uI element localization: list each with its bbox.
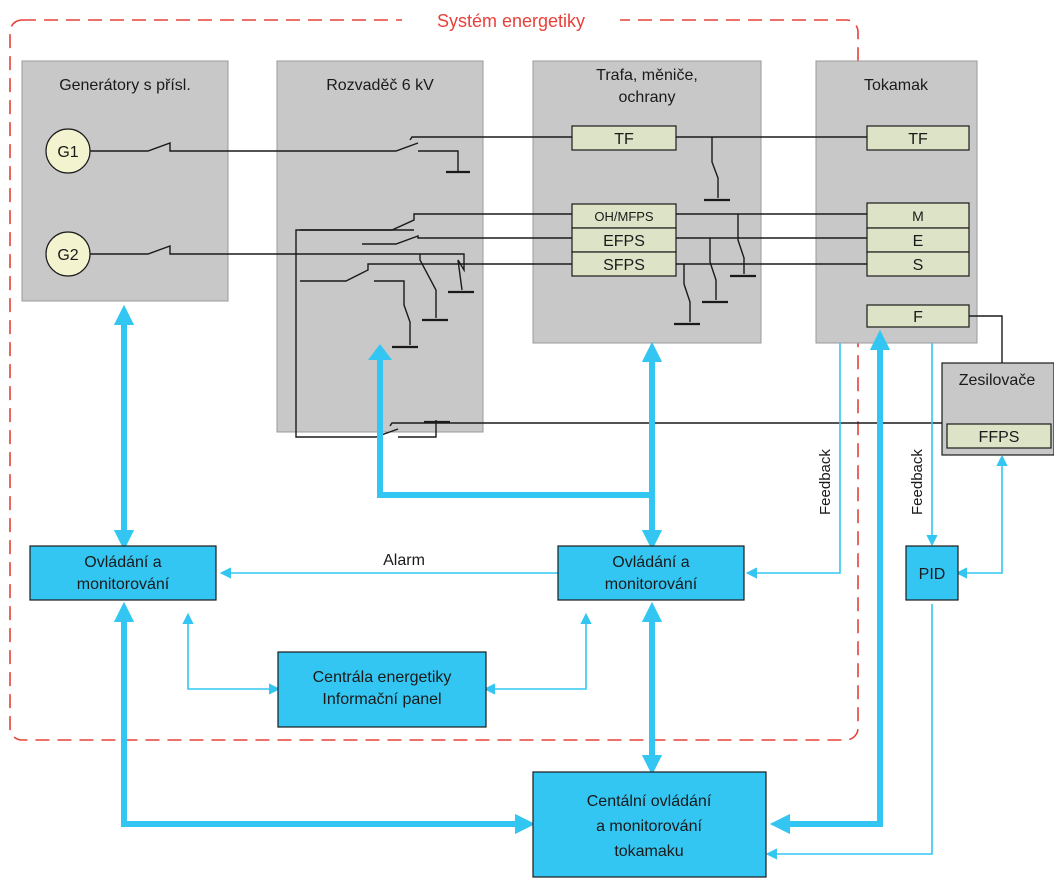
- power-wiring: [90, 136, 1003, 438]
- control-links-thick: [113, 304, 891, 835]
- switchgear-title: Rozvaděč 6 kV: [326, 77, 434, 94]
- central-energy-line2: Informační panel: [322, 691, 441, 708]
- generator-g1-label: G1: [57, 144, 78, 161]
- left-control-box: [29, 545, 217, 601]
- tokamak-title: Tokamak: [864, 77, 929, 94]
- tokamak-m-coil: [866, 202, 970, 229]
- left-control-line1: Ovládání a: [84, 554, 161, 571]
- ffps-supply: [946, 423, 1052, 449]
- central-energy-line1: Centrála energetiky: [313, 669, 452, 686]
- amplifiers-title: Zesilovače: [959, 372, 1036, 389]
- tf-supply-label: TF: [614, 131, 634, 148]
- main-control-box: [532, 771, 767, 878]
- central-energy-box: [277, 651, 487, 728]
- tokamak-m-label: M: [912, 208, 924, 224]
- tokamak-e-label: E: [913, 233, 924, 250]
- efps-supply: [571, 227, 677, 253]
- oh-mfps-supply: [571, 203, 677, 229]
- oh-mfps-supply-label: OH/MFPS: [594, 209, 654, 224]
- tokamak-tf-coil: [866, 125, 970, 151]
- transformers-title-2: ochrany: [619, 89, 676, 106]
- left-control-line2: monitorování: [77, 576, 170, 593]
- tokamak-f-label: F: [913, 309, 923, 326]
- generators-title: Generátory s přísl.: [59, 77, 191, 94]
- control-links-thin: [182, 343, 1008, 860]
- sfps-supply: [571, 251, 677, 277]
- alarm-label: Alarm: [383, 552, 425, 569]
- main-control-line2: a monitorování: [596, 818, 702, 835]
- feedback-label-2: Feedback: [909, 449, 926, 515]
- tokamak-e-coil: [866, 227, 970, 253]
- feedback-label-1: Feedback: [817, 449, 834, 515]
- tokamak-panel: [815, 60, 978, 344]
- sfps-supply-label: SFPS: [603, 257, 645, 274]
- main-control-line1: Centální ovládání: [587, 793, 712, 810]
- pid-label: PID: [919, 566, 946, 583]
- system-title: Systém energetiky: [437, 11, 585, 31]
- transformers-panel: [532, 60, 762, 344]
- transformers-title-1: Trafa, měniče,: [596, 67, 698, 84]
- tokamak-f-coil: [866, 304, 970, 328]
- generator-g2-label: G2: [57, 247, 78, 264]
- right-control-line2: monitorování: [605, 576, 698, 593]
- right-control-line1: Ovládání a: [612, 554, 689, 571]
- tokamak-s-coil: [866, 251, 970, 277]
- ffps-supply-label: FFPS: [979, 429, 1020, 446]
- tokamak-s-label: S: [913, 257, 924, 274]
- pid-box: [905, 545, 959, 601]
- efps-supply-label: EFPS: [603, 233, 645, 250]
- main-control-line3: tokamaku: [614, 843, 683, 860]
- tokamak-tf-label: TF: [908, 131, 928, 148]
- tf-supply: [571, 125, 677, 151]
- right-control-box: [557, 545, 745, 601]
